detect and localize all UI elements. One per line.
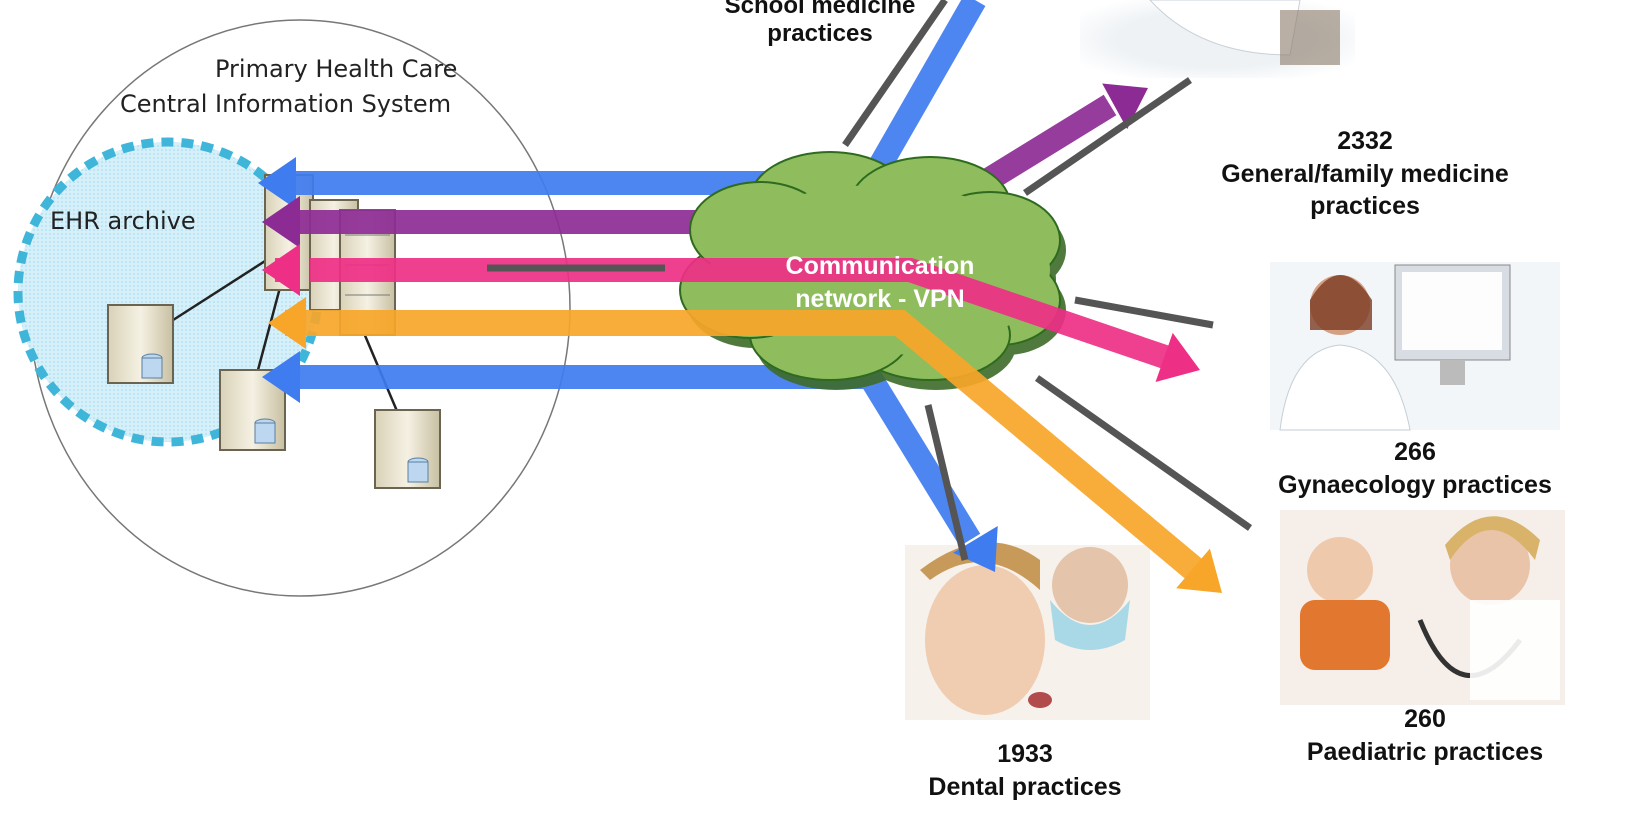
practice-dental-count: 1933 [997, 740, 1053, 768]
dentist-photo [905, 542, 1150, 720]
connector-lines [487, 0, 1253, 561]
gynaecologist-photo [1270, 262, 1560, 431]
database-server-icon [107, 304, 174, 384]
arrow-pink-gynaecology-head [1155, 332, 1200, 382]
practice-gynaecology: 266 Gynaecology practices [1255, 436, 1575, 501]
practice-school: School medicine practices [680, 0, 960, 47]
arrow-purple-general-head [1102, 83, 1148, 130]
ehr-archive-label: EHR archive [50, 207, 196, 235]
arrow-blue-head-left-head [262, 351, 300, 403]
arrow-purple-head-left-head [262, 196, 300, 248]
arrow-blue-school-head [258, 157, 296, 209]
practice-school-name1: School medicine [724, 0, 916, 19]
practice-paed-count: 260 [1404, 705, 1446, 733]
arrow-pink-head-left-head [262, 244, 300, 296]
network-label: Communication network - VPN [750, 250, 1010, 315]
system-title-line2: Central Information System [120, 90, 452, 118]
practice-gyn-count: 266 [1394, 438, 1436, 466]
arrow-orange-paediatric-head [1176, 548, 1222, 593]
practice-school-name2: practices [767, 19, 873, 47]
database-server-icon [374, 409, 441, 489]
practice-dental: 1933 Dental practices [895, 738, 1155, 803]
practice-paediatric: 260 Paediatric practices [1285, 703, 1565, 768]
network-label-line2: network - VPN [795, 284, 965, 313]
system-title-line1: Primary Health Care [215, 55, 458, 83]
practice-general-name2: practices [1310, 192, 1420, 220]
practice-general-name1: General/family medicine [1221, 159, 1509, 188]
paediatrician-photo [1280, 510, 1565, 705]
arrow-orange-head-left-head [268, 297, 306, 349]
arrow-blue-dental-head [953, 526, 998, 572]
doctor-photo-top [1080, 0, 1355, 78]
practice-dental-name1: Dental practices [928, 772, 1122, 801]
practice-gyn-name1: Gynaecology practices [1278, 470, 1552, 499]
arrow-orange-paediatric [305, 310, 1204, 580]
practice-general-count: 2332 [1337, 127, 1393, 155]
network-label-line1: Communication [785, 252, 975, 280]
practice-paed-name1: Paediatric practices [1306, 737, 1544, 766]
practice-general: 2332 General/family medicine practices [1190, 125, 1540, 223]
